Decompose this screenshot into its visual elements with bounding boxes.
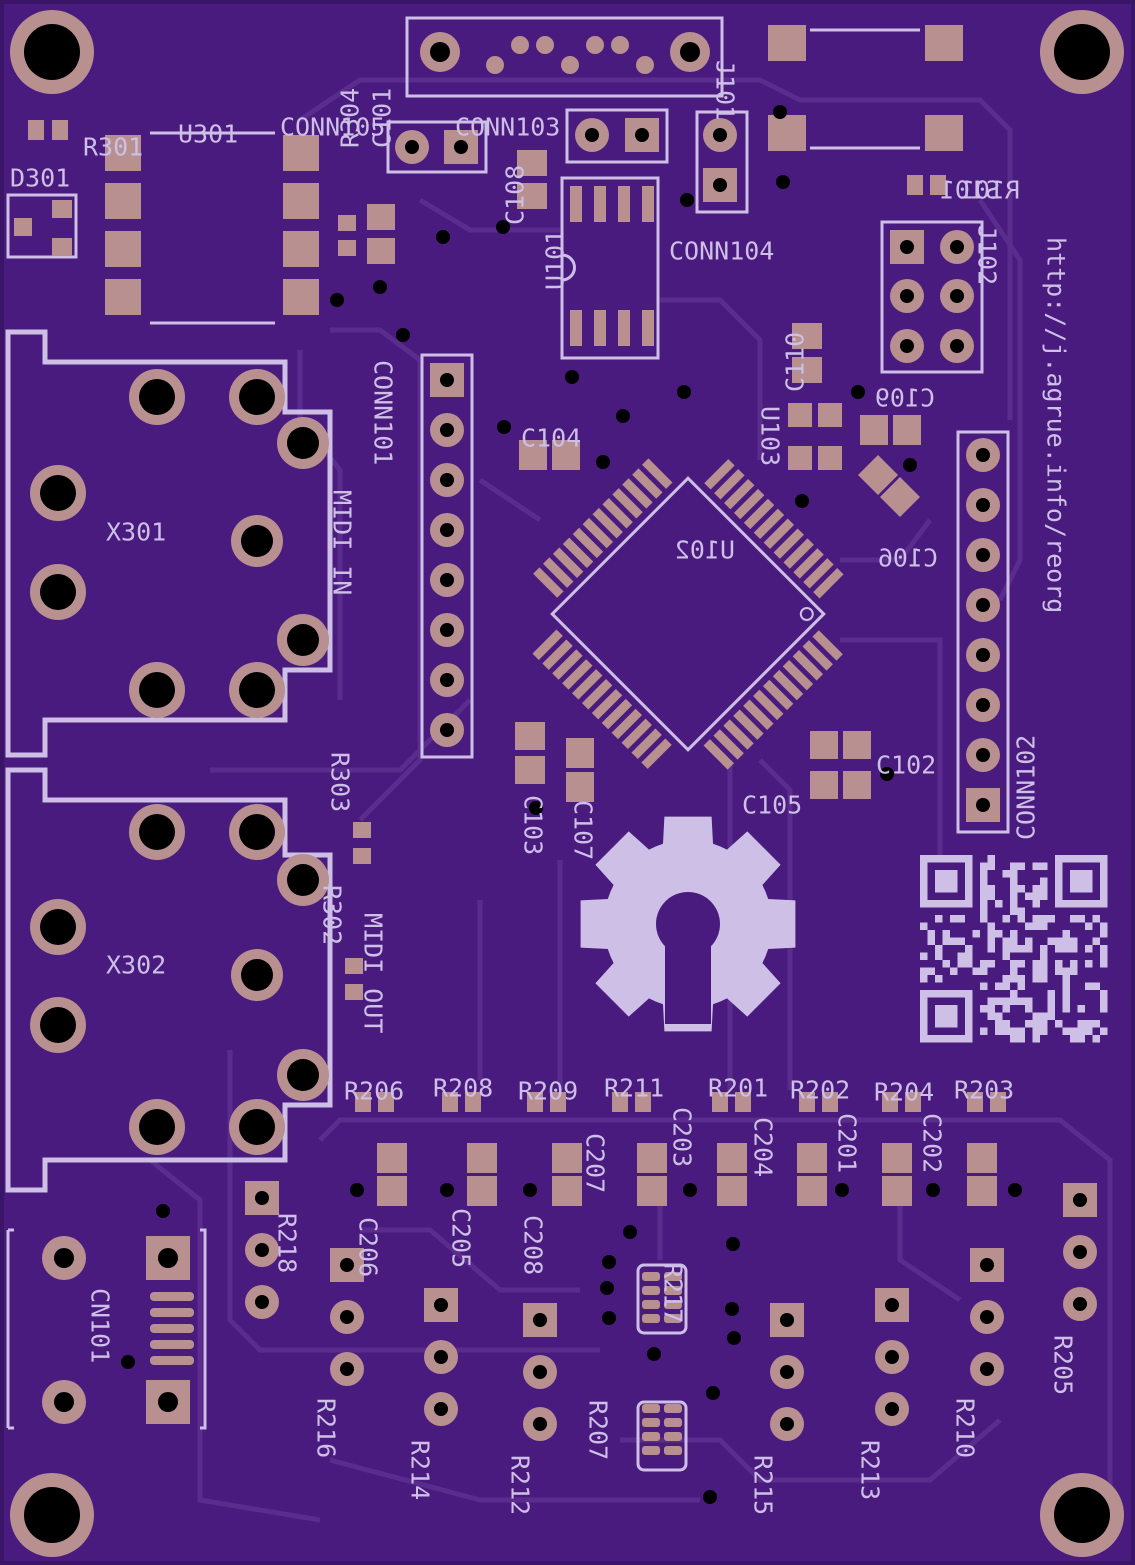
label-cn101: CN101: [86, 1288, 115, 1363]
label-midi-in: MIDI IN: [328, 490, 357, 595]
mounting-holes: [10, 10, 1124, 1557]
label-c206: C206: [354, 1217, 383, 1277]
label-u301: U301: [178, 119, 238, 148]
label-r303: R303: [326, 752, 355, 812]
label-r304: R304: [335, 88, 364, 148]
header-conn102: [956, 430, 1010, 834]
label-r211: R211: [604, 1073, 664, 1102]
label-d301: D301: [10, 163, 70, 192]
connector-j101: [405, 16, 724, 98]
label-u101: U101: [540, 230, 569, 290]
label-c205: C205: [447, 1208, 476, 1268]
label-c202: C202: [918, 1113, 947, 1173]
label-x302: X302: [106, 950, 166, 979]
label-c208: C208: [519, 1215, 548, 1275]
ic-u102: [532, 458, 844, 770]
label-conn101: CONN101: [369, 360, 398, 465]
label-r206: R206: [344, 1076, 404, 1105]
header-j102: [880, 220, 984, 374]
label-conn103: CONN103: [455, 112, 560, 141]
label-conn104: CONN104: [669, 236, 774, 265]
label-midi-out: MIDI OUT: [359, 913, 388, 1033]
label-conn102: CONN102: [1011, 735, 1040, 840]
label-r207: R207: [584, 1400, 613, 1460]
label-c203: C203: [668, 1107, 697, 1167]
label-r101: R101: [960, 175, 1020, 204]
qr-code: [920, 855, 1108, 1043]
ic-u301: [105, 131, 319, 325]
label-c101: C101: [367, 88, 396, 148]
label-r208: R208: [433, 1073, 493, 1102]
label-r213: R213: [856, 1440, 885, 1500]
label-c107: C107: [569, 800, 598, 860]
label-j101: J101: [711, 60, 740, 120]
label-r218: R218: [273, 1213, 302, 1273]
label-x301: X301: [106, 517, 166, 546]
resistor-arrays: [636, 1263, 688, 1472]
label-r209: R209: [518, 1076, 578, 1105]
label-r214: R214: [406, 1440, 435, 1500]
open-hardware-logo: [580, 816, 796, 1032]
label-c103: C103: [519, 795, 548, 855]
midi-connector-x302: [5, 767, 333, 1193]
label-c201: C201: [833, 1113, 862, 1173]
label-url: http://j.agrue.info/reorg: [1042, 237, 1071, 613]
header-conn101: [420, 353, 474, 759]
label-r216: R216: [312, 1398, 341, 1458]
label-c106: C106: [878, 543, 938, 572]
vias: [121, 105, 1022, 1504]
midi-pins: [30, 369, 329, 1155]
headers-top: [386, 108, 749, 214]
ic-u101: [560, 176, 660, 360]
label-r215: R215: [749, 1455, 778, 1515]
label-j102: J102: [973, 225, 1002, 285]
trimmer-pads: [245, 1181, 1097, 1441]
label-s101: S101: [940, 175, 1000, 204]
label-c110: C110: [780, 332, 809, 392]
label-c105: C105: [742, 790, 802, 819]
label-c109: C109: [875, 383, 935, 412]
label-r201: R201: [708, 1073, 768, 1102]
label-c207: C207: [581, 1133, 610, 1193]
switch-s101: [768, 25, 963, 151]
label-u102: U102: [675, 535, 735, 564]
label-u103: U103: [756, 406, 785, 466]
label-r217: R217: [659, 1263, 688, 1323]
label-r204: R204: [874, 1077, 934, 1106]
usb-connector-cn101: [6, 1228, 207, 1430]
label-r302: R302: [318, 885, 347, 945]
label-c108: C108: [500, 165, 529, 225]
bottom-components: [355, 1092, 1006, 1206]
label-c204: C204: [749, 1117, 778, 1177]
label-conn105: CONN105: [280, 112, 385, 141]
label-r212: R212: [506, 1455, 535, 1515]
midi-connector-x301: [5, 329, 333, 758]
label-r301: R301: [83, 132, 143, 161]
diode-d301: [6, 193, 78, 259]
label-c104: C104: [521, 423, 581, 452]
label-c102: C102: [876, 750, 936, 779]
label-r202: R202: [790, 1075, 850, 1104]
label-r205: R205: [1049, 1335, 1078, 1395]
label-r210: R210: [951, 1398, 980, 1458]
smd-pads: [28, 120, 946, 1000]
label-r203: R203: [954, 1075, 1014, 1104]
